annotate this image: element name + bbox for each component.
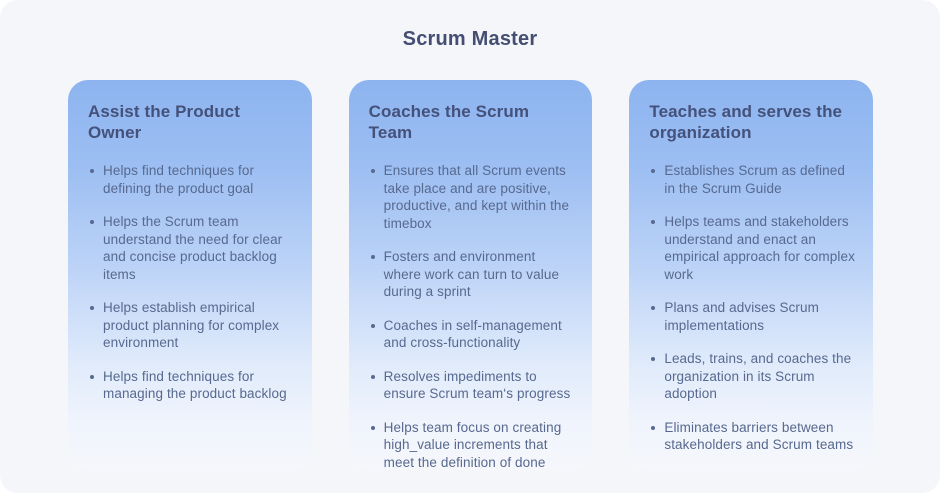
bullet-item: Establishes Scrum as defined in the Scru… bbox=[651, 162, 855, 197]
bullet-text: Plans and advises Scrum implementations bbox=[664, 300, 819, 333]
bullet-dot bbox=[651, 306, 656, 310]
bullet-text: Helps establish empirical product planni… bbox=[103, 300, 280, 350]
bullet-item: Helps team focus on creating high_value … bbox=[370, 419, 575, 472]
card-assist-the-product-owner: Assist the Product Owner Helps find tech… bbox=[68, 80, 312, 470]
bullet-text: Helps teams and stakeholders understand … bbox=[664, 214, 855, 282]
card-coaches-the-scrum-team: Coaches the Scrum Team Ensures that all … bbox=[348, 80, 593, 471]
card-teaches-and-serves-the-organization: Teaches and serves the organization Esta… bbox=[629, 80, 874, 470]
bullet-item: Coaches in self-management and cross-fun… bbox=[370, 317, 575, 352]
bullet-item: Leads, trains, and coaches the organizat… bbox=[651, 350, 855, 403]
bullet-dot bbox=[90, 220, 94, 224]
bullet-dot bbox=[90, 374, 94, 379]
bullet-list: Ensures that all Scrum events take place… bbox=[369, 162, 575, 471]
bullet-text: Helps find techniques for managing the p… bbox=[103, 368, 287, 402]
bullet-dot bbox=[90, 306, 94, 310]
bullet-dot bbox=[370, 374, 375, 379]
bullet-text: Helps find techniques for defining the p… bbox=[103, 163, 255, 196]
bullet-text: Ensures that all Scrum events take place… bbox=[383, 163, 570, 231]
bullet-item: Resolves impediments to ensure Scrum tea… bbox=[370, 368, 575, 403]
bullet-text: Establishes Scrum as defined in the Scru… bbox=[664, 163, 845, 196]
cards-row: Assist the Product Owner Helps find tech… bbox=[68, 80, 874, 471]
bullet-item: Helps establish empirical product planni… bbox=[90, 299, 294, 352]
bullet-item: Eliminates barriers between stakeholders… bbox=[651, 419, 855, 454]
bullet-item: Plans and advises Scrum implementations bbox=[651, 299, 855, 334]
card-heading: Assist the Product Owner bbox=[88, 102, 240, 142]
bullet-text: Resolves impediments to ensure Scrum tea… bbox=[383, 368, 571, 402]
bullet-text: Helps the Scrum team understand the need… bbox=[103, 214, 283, 282]
bullet-item: Helps find techniques for defining the p… bbox=[90, 162, 294, 197]
bullet-dot bbox=[370, 169, 375, 173]
bullet-list: Establishes Scrum as defined in the Scru… bbox=[649, 162, 855, 454]
card-heading: Coaches the Scrum Team bbox=[368, 102, 530, 142]
bullet-text: Leads, trains, and coaches the organizat… bbox=[664, 351, 852, 401]
bullet-item: Helps find techniques for managing the p… bbox=[90, 368, 294, 403]
bullet-dot bbox=[651, 169, 656, 173]
bullet-dot bbox=[651, 425, 656, 430]
bullet-text: Eliminates barriers between stakeholders… bbox=[664, 419, 854, 453]
card-heading: Teaches and serves the organization bbox=[649, 102, 843, 142]
bullet-item: Helps the Scrum team understand the need… bbox=[90, 213, 294, 283]
bullet-item: Ensures that all Scrum events take place… bbox=[370, 162, 575, 232]
bullet-item: Helps teams and stakeholders understand … bbox=[651, 213, 855, 283]
bullet-text: Coaches in self-management and cross-fun… bbox=[383, 317, 562, 351]
bullet-dot bbox=[651, 220, 656, 224]
bullet-text: Helps team focus on creating high_value … bbox=[383, 419, 562, 470]
bullet-dot bbox=[651, 357, 656, 361]
bullet-dot bbox=[370, 323, 375, 328]
bullet-item: Fosters and environment where work can t… bbox=[370, 248, 575, 301]
bullet-dot bbox=[90, 169, 94, 173]
bullet-dot bbox=[370, 425, 375, 430]
bullet-dot bbox=[370, 255, 375, 259]
bullet-list: Helps find techniques for defining the p… bbox=[88, 162, 294, 403]
page-title: Scrum Master bbox=[402, 28, 538, 50]
bullet-text: Fosters and environment where work can t… bbox=[383, 249, 560, 299]
